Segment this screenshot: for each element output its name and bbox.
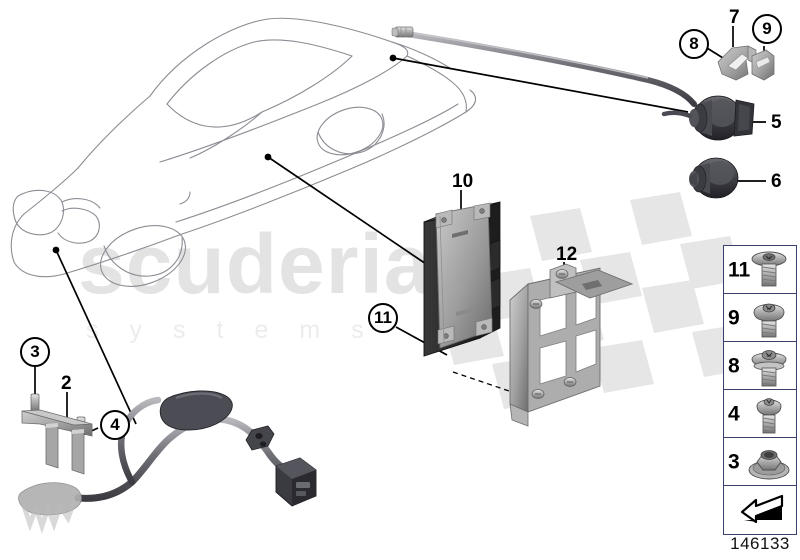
legend-number-8: 8 [728, 354, 740, 377]
hex-flange-nut-icon [748, 450, 790, 480]
callout-label-3[interactable]: 3 [20, 337, 50, 367]
oval-head-torx-screw-icon [751, 251, 787, 287]
pan-head-screw-icon [756, 398, 782, 434]
legend-row-4[interactable]: 4 [724, 390, 796, 438]
pan-head-torx-screw-icon [753, 303, 785, 338]
legend-number-3: 3 [728, 450, 740, 473]
legend-row-3[interactable]: 3 [724, 438, 796, 486]
flange-head-torx-screw-icon [751, 350, 787, 387]
direction-of-travel-arrow-icon [740, 494, 784, 524]
callout-label-2[interactable]: 2 [61, 373, 72, 394]
legend-number-9: 9 [728, 306, 740, 329]
callout-label-6[interactable]: 6 [771, 171, 782, 192]
legend-number-4: 4 [728, 402, 740, 425]
callout-label-10[interactable]: 10 [452, 171, 474, 192]
legend-row-9[interactable]: 9 [724, 294, 796, 342]
legend-number-11: 11 [728, 258, 751, 281]
callout-label-5[interactable]: 5 [771, 112, 782, 133]
callout-label-8[interactable]: 8 [679, 29, 709, 59]
callout-label-11[interactable]: 11 [368, 303, 398, 333]
legend-row-direction-arrow[interactable] [724, 486, 796, 534]
callout-label-4[interactable]: 4 [100, 410, 130, 440]
callout-label-12[interactable]: 12 [556, 244, 578, 265]
legend-row-11[interactable]: 11 [724, 246, 796, 294]
diagram-number: 146133 [730, 534, 790, 553]
legend-row-8[interactable]: 8 [724, 342, 796, 390]
callout-label-9[interactable]: 9 [752, 14, 782, 44]
fastener-legend-table: 11 9 [723, 245, 797, 535]
callout-label-7[interactable]: 7 [729, 7, 740, 28]
